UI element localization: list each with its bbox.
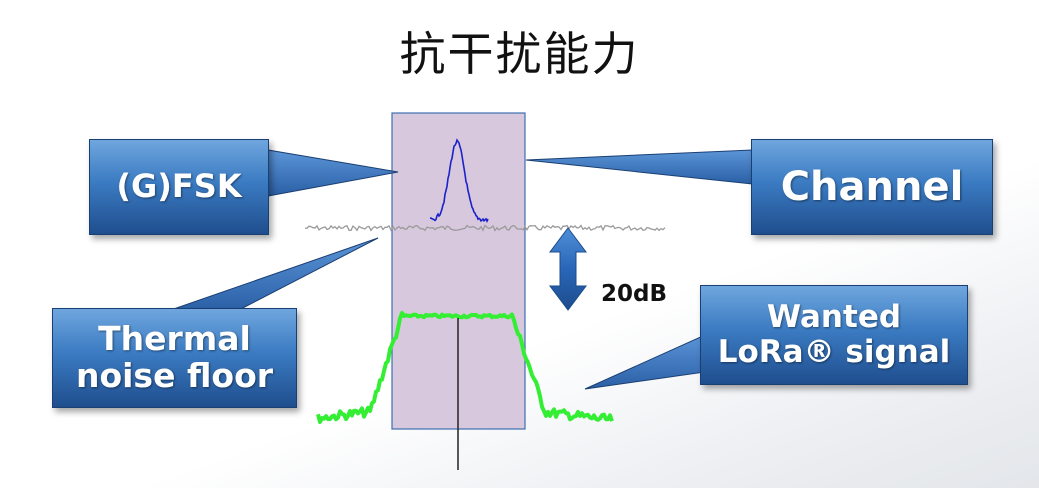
fsk-pointer xyxy=(267,149,399,197)
lora-signal-trace xyxy=(316,311,614,424)
thermal-noise-trace xyxy=(304,224,666,232)
level-difference-arrow xyxy=(549,227,587,311)
lora-signal-callout: Wanted LoRa® signal xyxy=(700,285,968,385)
fsk-signal-trace xyxy=(429,138,489,223)
level-difference-label: 20dB xyxy=(601,281,668,307)
lora-pointer xyxy=(584,334,706,390)
fsk-callout: (G)FSK xyxy=(89,139,269,235)
channel-pointer xyxy=(525,149,753,185)
slide-title: 抗干扰能力 xyxy=(399,27,640,81)
thermal-noise-callout: Thermal noise floor xyxy=(52,308,297,408)
thermal-pointer xyxy=(164,237,379,313)
channel-callout: Channel xyxy=(751,139,993,235)
